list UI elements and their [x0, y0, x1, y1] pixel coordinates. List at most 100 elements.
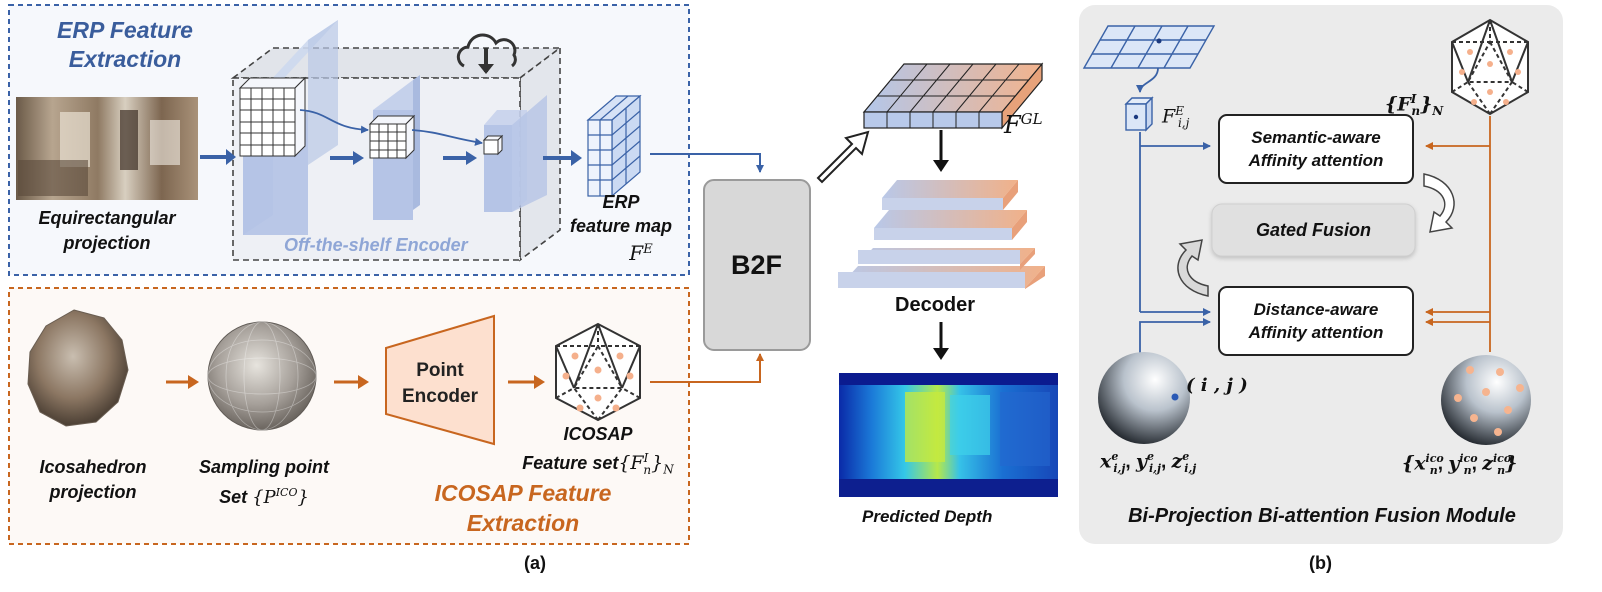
- ico-y-sub: n: [1463, 464, 1472, 478]
- erp-x-sub: i,j: [1113, 462, 1126, 476]
- gated-fusion-label: Gated Fusion: [1255, 220, 1371, 240]
- erp-x-sup: e: [1111, 450, 1119, 463]
- erp-sphere: [1098, 352, 1190, 444]
- sampling-label: Sampling point Set {PICO}: [180, 455, 348, 510]
- curved-arrow-right: [1423, 173, 1455, 233]
- ico-z: z: [1482, 452, 1493, 475]
- erp-title: ERP Feature Extraction: [30, 16, 220, 74]
- caption-a: (a): [524, 553, 546, 573]
- gated-fusion-box: [1211, 203, 1416, 257]
- predicted-depth-label: Predicted Depth: [862, 507, 993, 526]
- erp-input-line2: projection: [63, 233, 151, 253]
- fin-symbol: {F: [1385, 93, 1411, 116]
- erp-z: z: [1171, 450, 1183, 473]
- b2f-label: B2F: [731, 250, 783, 280]
- point-encoder-label: Point Encoder: [386, 358, 494, 410]
- distance-line1: Distance-aware: [1253, 300, 1379, 319]
- ij-label: ( i , j ): [1186, 375, 1248, 396]
- fe-symbol: F: [629, 241, 644, 265]
- ico-y: y: [1448, 452, 1460, 475]
- ico-image: [27, 309, 129, 427]
- icosap-set-line1: ICOSAP: [563, 424, 633, 444]
- set-symbol: {F: [618, 452, 644, 474]
- erp-grid-icon-b: [1082, 25, 1216, 69]
- decoder-layers: [838, 180, 1045, 289]
- sampling-symbol: {P: [252, 487, 276, 508]
- sampling-close: }: [297, 487, 309, 508]
- semantic-affinity-box: Semantic-aware Affinity attention: [1218, 114, 1414, 184]
- caption-b: (b): [1309, 553, 1332, 573]
- erp-map-line2: feature map: [569, 216, 673, 236]
- semantic-line2: Affinity attention: [1248, 151, 1384, 170]
- predicted-depth-image: [839, 373, 1058, 497]
- encoder-grid-cube-3: [482, 134, 504, 156]
- icosap-set-label: ICOSAP Feature set{FIn}N: [498, 422, 698, 482]
- b2f-box: [703, 179, 811, 351]
- panel-b-title: Bi-Projection Bi-attention Fusion Module: [1128, 505, 1516, 527]
- distance-line2: Affinity attention: [1248, 323, 1384, 342]
- erp-z-sup: e: [1182, 450, 1190, 463]
- point-encoder-line1: Point: [416, 360, 464, 381]
- ico-input-line1: Icosahedron: [39, 457, 147, 477]
- sampling-line1: Sampling point: [199, 457, 329, 477]
- erp-map-line1: ERP: [602, 192, 640, 212]
- distance-affinity-box: Distance-aware Affinity attention: [1218, 286, 1414, 356]
- erp-input-label: Equirectangular projection: [14, 206, 200, 256]
- fe-ij-label: FEi,j: [1162, 104, 1189, 130]
- erp-input-line1: Equirectangular: [38, 208, 176, 228]
- erp-title-line2: Extraction: [68, 46, 182, 72]
- erp-coords-label: xei,j, yei,j, zei,j: [1100, 450, 1197, 476]
- erp-flow-arrows: [200, 149, 582, 166]
- ico-z-sup: ico: [1492, 452, 1512, 465]
- erp-y-sub: i,j: [1148, 462, 1161, 476]
- decoder-label: Decoder: [895, 294, 976, 316]
- erp-feature-map-label: ERP feature map FE: [556, 190, 686, 266]
- ico-z-sub: n: [1497, 464, 1506, 478]
- fgl-label: FGL: [1004, 110, 1043, 140]
- erp-y: y: [1135, 450, 1147, 473]
- fin-label: {FIn}N: [1385, 92, 1443, 118]
- fe-sup: E: [643, 242, 653, 257]
- erp-title-line1: ERP Feature: [57, 17, 193, 43]
- encoder-label: Off-the-shelf Encoder: [284, 235, 468, 255]
- ico-x-sub: n: [1429, 464, 1438, 478]
- fe-ij-sub: i,j: [1177, 116, 1190, 131]
- ico-title-line2: Extraction: [466, 510, 580, 536]
- set-sup: I: [643, 451, 649, 465]
- erp-z-sub: i,j: [1184, 462, 1197, 476]
- fin-sup: I: [1410, 92, 1417, 106]
- ico-title-line1: ICOSAP Feature: [434, 480, 612, 506]
- ico-input-label: Icosahedron projection: [18, 455, 168, 505]
- erp-feature-map: [586, 94, 642, 198]
- fgl-symbol: F: [1004, 111, 1021, 139]
- ico-coords-label: {xicon, yicon, zicon}: [1402, 452, 1518, 478]
- cloud-download-icon: [456, 33, 517, 74]
- icosap-set-line2: Feature set: [522, 453, 619, 473]
- set-close-sub: N: [663, 462, 674, 477]
- ico-frame: [8, 287, 690, 545]
- curved-arrow-left: [1177, 239, 1209, 297]
- ico-flow-arrows: [166, 375, 545, 389]
- fgl-feature-grid: [862, 62, 1044, 130]
- semantic-line1: Semantic-aware: [1251, 128, 1381, 147]
- b2f-to-fgl-arrow: [816, 130, 870, 184]
- fe-ij-symbol: F: [1162, 105, 1176, 128]
- sampling-sup: ICO: [275, 486, 298, 499]
- fin-close-sub: N: [1432, 104, 1444, 119]
- fgl-sup: GL: [1020, 110, 1043, 128]
- encoder-grid-cube-2: [368, 114, 416, 160]
- erp-x: x: [1100, 450, 1112, 473]
- encoder-grid-cube-1: [238, 76, 307, 158]
- erp-y-sup: e: [1146, 450, 1154, 463]
- sampling-sphere: [207, 321, 317, 431]
- point-encoder-line2: Encoder: [401, 386, 479, 407]
- ico-input-line2: projection: [49, 482, 137, 502]
- set-sub: n: [643, 462, 652, 477]
- fin-close: }: [1420, 93, 1433, 116]
- fin-sub: n: [1411, 104, 1421, 119]
- fe-ij-sup: E: [1175, 104, 1184, 118]
- ico-x: x: [1414, 452, 1426, 475]
- ico-sphere: [1441, 355, 1531, 445]
- point-encoder-shape: [385, 314, 495, 446]
